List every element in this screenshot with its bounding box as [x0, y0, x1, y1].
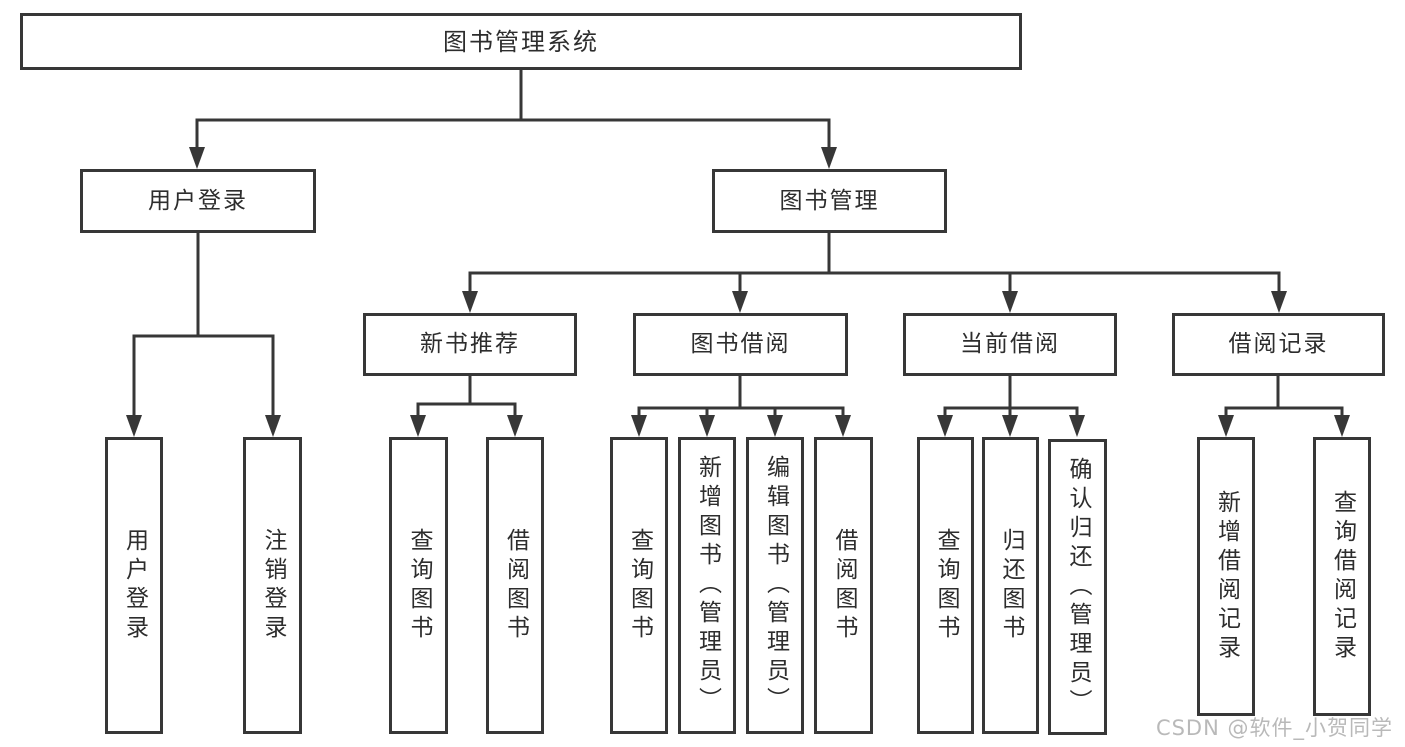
node-user-login: 用户登录 — [80, 169, 316, 233]
leaf-recommend-borrow-books-label: 借阅图书 — [502, 527, 529, 644]
leaf-borrow-borrow-books: 借阅图书 — [814, 437, 873, 734]
leaf-user-login: 用户登录 — [105, 437, 163, 734]
leaf-recommend-query-books: 查询图书 — [389, 437, 448, 734]
leaf-borrow-edit-books-admin: 编辑图书（管理员） — [746, 437, 804, 734]
leaf-borrow-add-books-admin: 新增图书（管理员） — [678, 437, 736, 734]
node-current-borrow-label: 当前借阅 — [960, 331, 1060, 357]
leaf-records-query-record: 查询借阅记录 — [1313, 437, 1371, 716]
leaf-borrow-edit-books-admin-label: 编辑图书（管理员） — [762, 455, 789, 716]
csdn-watermark: CSDN @软件_小贺同学 — [1155, 716, 1393, 740]
node-book-borrow-label: 图书借阅 — [690, 331, 791, 357]
leaf-logout-label: 注销登录 — [260, 527, 286, 644]
leaf-current-confirm-return-admin: 确认归还（管理员） — [1048, 439, 1107, 735]
leaf-current-return-books: 归还图书 — [982, 437, 1039, 734]
leaf-borrow-query-books-label: 查询图书 — [626, 527, 653, 644]
node-root-label: 图书管理系统 — [443, 27, 599, 56]
leaf-current-query-books: 查询图书 — [917, 437, 974, 734]
leaf-current-query-books-label: 查询图书 — [933, 527, 959, 644]
node-book-management-label: 图书管理 — [779, 187, 880, 214]
leaf-borrow-add-books-admin-label: 新增图书（管理员） — [694, 455, 721, 716]
leaf-records-add-record: 新增借阅记录 — [1197, 437, 1255, 716]
leaf-records-add-record-label: 新增借阅记录 — [1213, 489, 1240, 664]
node-borrow-records-label: 借阅记录 — [1228, 331, 1329, 357]
node-root: 图书管理系统 — [20, 13, 1022, 70]
leaf-current-return-books-label: 归还图书 — [998, 527, 1024, 644]
node-current-borrow: 当前借阅 — [903, 313, 1117, 376]
leaf-recommend-query-books-label: 查询图书 — [406, 527, 432, 644]
node-book-borrow: 图书借阅 — [633, 313, 848, 376]
leaf-logout: 注销登录 — [243, 437, 302, 734]
leaf-records-query-record-label: 查询借阅记录 — [1329, 489, 1356, 664]
leaf-borrow-query-books: 查询图书 — [610, 437, 668, 734]
node-borrow-records: 借阅记录 — [1172, 313, 1385, 376]
leaf-user-login-label: 用户登录 — [121, 527, 148, 644]
leaf-recommend-borrow-books: 借阅图书 — [486, 437, 544, 734]
leaf-current-confirm-return-admin-label: 确认归还（管理员） — [1065, 456, 1091, 718]
node-user-login-label: 用户登录 — [148, 187, 248, 214]
node-new-book-recommend: 新书推荐 — [363, 313, 577, 376]
leaf-borrow-borrow-books-label: 借阅图书 — [831, 527, 857, 644]
node-book-management: 图书管理 — [712, 169, 947, 233]
node-new-book-recommend-label: 新书推荐 — [420, 331, 520, 357]
